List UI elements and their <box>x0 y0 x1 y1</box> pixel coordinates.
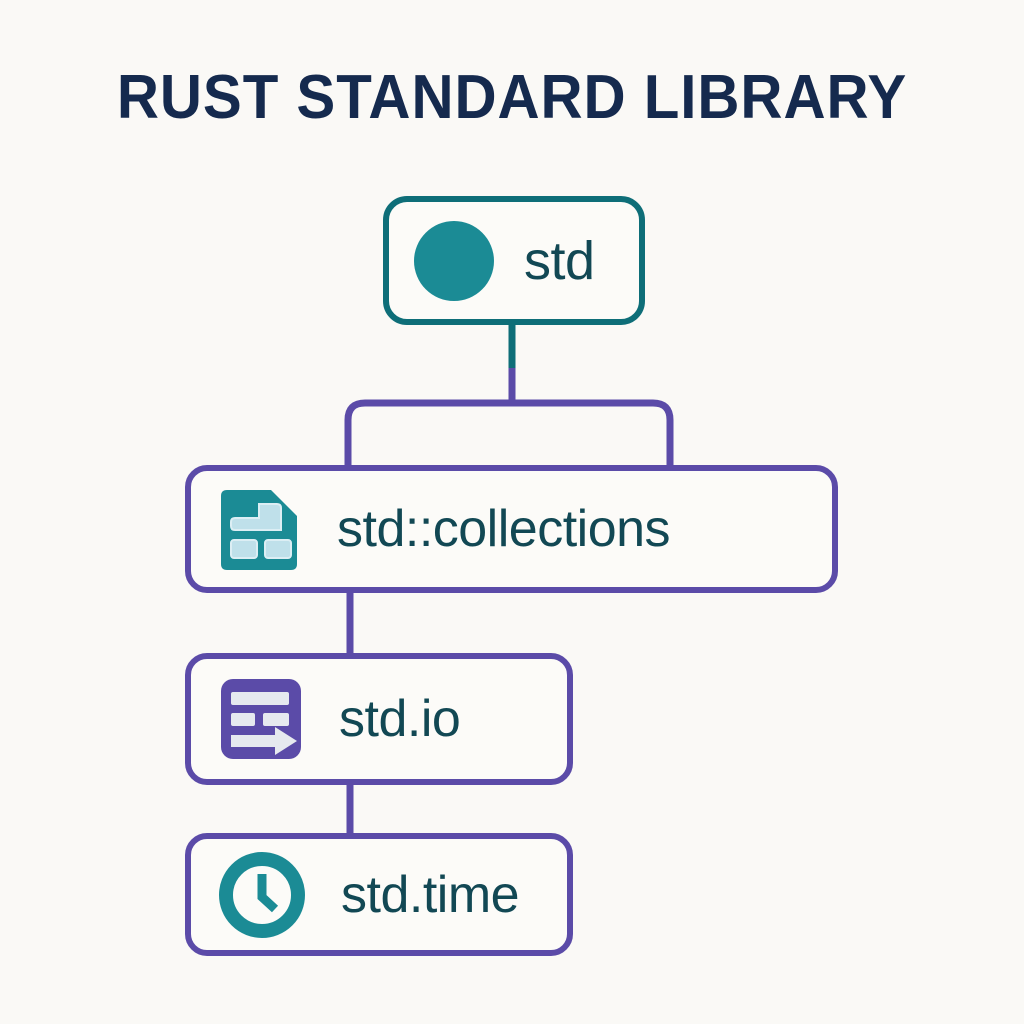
node-std-io-label: std.io <box>339 690 461 748</box>
page-title: RUST STANDARD LIBRARY <box>116 63 908 132</box>
node-std-collections-label: std::collections <box>337 500 671 558</box>
document-grid-icon <box>221 490 297 570</box>
node-std[interactable]: std <box>383 196 645 325</box>
clock-icon <box>219 851 305 938</box>
node-std-time[interactable]: std.time <box>185 833 573 956</box>
node-std-time-label: std.time <box>341 865 520 924</box>
list-arrow-icon <box>221 679 301 759</box>
node-std-collections[interactable]: std::collections <box>185 465 838 593</box>
filled-circle-icon <box>414 220 494 301</box>
connector-bus <box>344 399 674 468</box>
node-std-io[interactable]: std.io <box>185 653 573 785</box>
node-std-label: std <box>524 230 595 291</box>
